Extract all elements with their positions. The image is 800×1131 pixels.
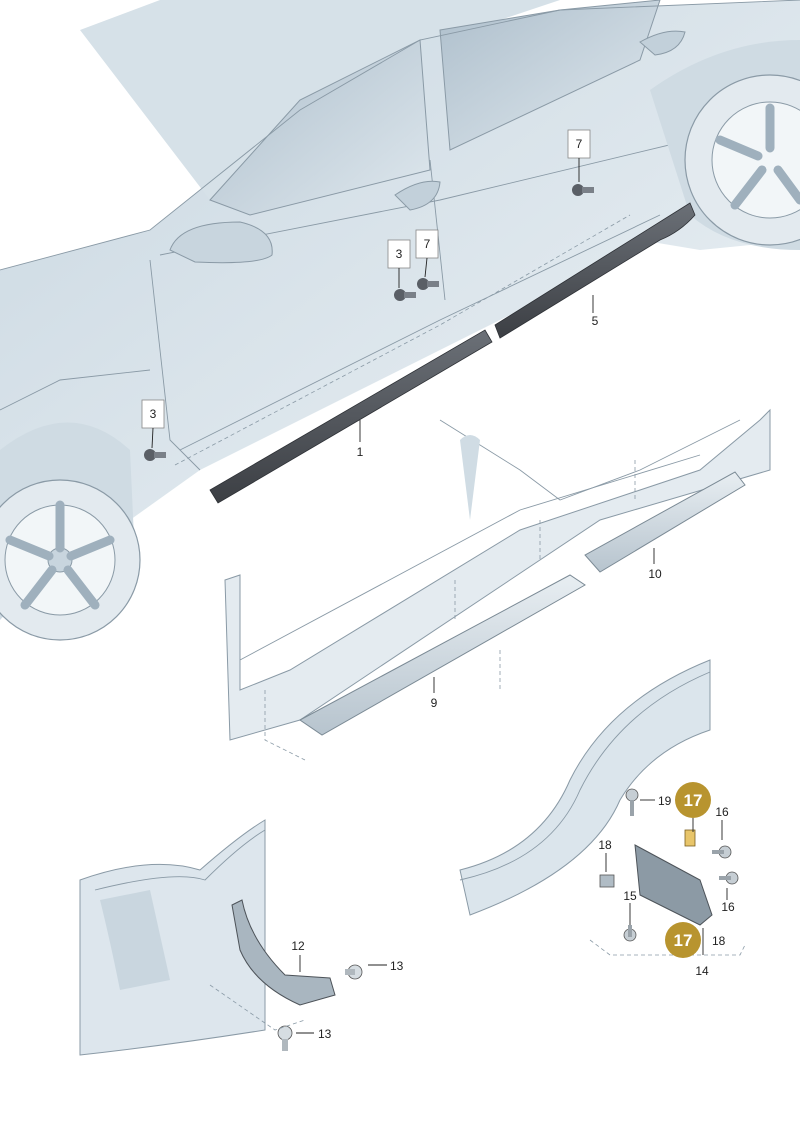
badge-17-upper <box>675 782 711 818</box>
callout-13-lower: 13 <box>318 1027 332 1041</box>
callout-5: 5 <box>592 314 599 328</box>
screw-icon <box>625 788 639 816</box>
rivet-icon <box>277 1025 293 1051</box>
mud-flap <box>634 844 713 926</box>
callout-7-middle: 7 <box>424 237 431 251</box>
callout-12: 12 <box>291 939 305 953</box>
badge-17-upper-label: 17 <box>684 791 703 810</box>
sill-trim-rear <box>584 471 746 573</box>
bolt-icon <box>572 184 594 196</box>
callout-19: 19 <box>658 794 672 808</box>
arch-liner-piece <box>231 899 336 1006</box>
sill-view: 9 10 <box>224 408 771 761</box>
screw-icon <box>719 871 739 885</box>
callout-16-lower: 16 <box>721 900 735 914</box>
rear-wheel <box>650 40 800 250</box>
sill-trim-front <box>299 574 586 736</box>
callout-15: 15 <box>623 889 637 903</box>
callout-14: 14 <box>695 964 709 978</box>
callout-9: 9 <box>431 696 438 710</box>
screw-icon <box>623 925 637 942</box>
callout-3-middle: 3 <box>396 247 403 261</box>
callout-18-left: 18 <box>598 838 612 852</box>
rear-arch-view: 19 16 16 18 15 18 14 17 17 <box>459 659 746 978</box>
side-mirror <box>169 221 273 264</box>
callout-13-upper: 13 <box>390 959 404 973</box>
front-wheel <box>0 422 141 641</box>
callout-18-right: 18 <box>712 934 726 948</box>
rear-door-handle <box>639 30 686 56</box>
front-window <box>209 39 431 216</box>
door-trim-strip-rear <box>494 202 696 339</box>
car-side-view: 7 3 7 3 1 5 <box>0 0 800 641</box>
bolt-icon <box>394 289 416 301</box>
bolt-icon <box>144 449 166 461</box>
screw-icon <box>712 845 732 859</box>
front-door-handle <box>394 180 441 211</box>
front-arch-view: 12 13 13 <box>79 819 404 1056</box>
callout-10: 10 <box>648 567 662 581</box>
bolt-icon <box>417 278 439 290</box>
rear-window <box>439 0 661 151</box>
callout-16-upper: 16 <box>715 805 729 819</box>
callout-3-front: 3 <box>150 407 157 421</box>
callout-7-rear: 7 <box>576 137 583 151</box>
callout-1: 1 <box>357 445 364 459</box>
rivet-icon <box>345 964 363 980</box>
badge-17-lower <box>665 922 701 958</box>
badge-17-lower-label: 17 <box>674 931 693 950</box>
door-trim-strip-front <box>209 329 493 504</box>
